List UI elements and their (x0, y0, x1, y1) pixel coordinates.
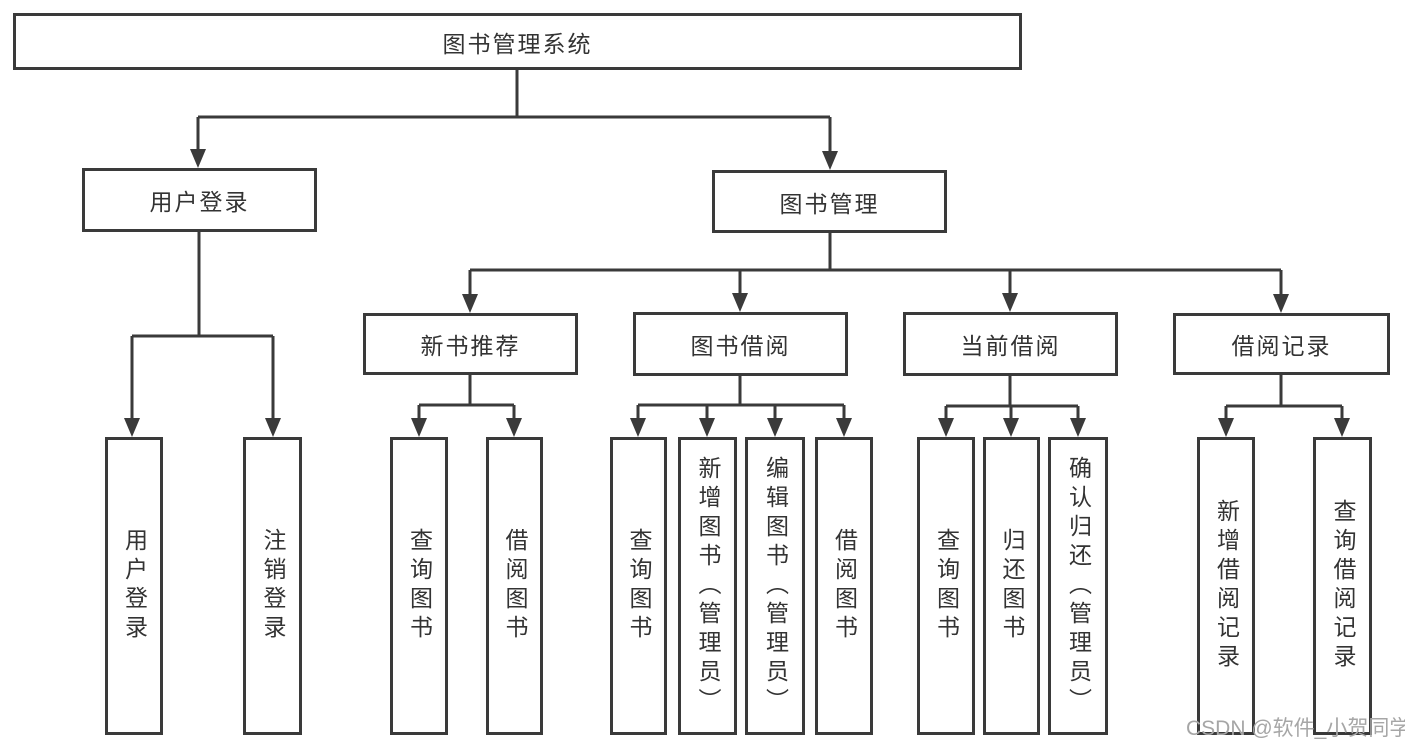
arrowhead-icons (124, 149, 1350, 437)
leaf-borrow-books-recommend: 借阅图书 (486, 437, 543, 735)
csdn-watermark: CSDN @软件_小贺同学 (1186, 717, 1405, 740)
tree-branch-lines (130, 70, 1344, 421)
leaf-query-books-current-label: 查询图书 (933, 528, 960, 644)
node-library-system-label: 图书管理系统 (442, 30, 593, 57)
node-user-login-label: 用户登录 (149, 189, 250, 215)
node-book-management: 图书管理 (712, 170, 947, 233)
leaf-add-borrow-record: 新增借阅记录 (1197, 437, 1255, 735)
node-borrowing-records-label: 借阅记录 (1231, 333, 1332, 359)
leaf-borrow-books: 借阅图书 (815, 437, 873, 735)
leaf-add-books-admin: 新增图书（管理员） (678, 437, 737, 735)
leaf-add-borrow-record-label: 新增借阅记录 (1213, 499, 1240, 673)
leaf-edit-books-admin-label: 编辑图书（管理员） (762, 455, 789, 717)
node-book-borrowing-label: 图书借阅 (690, 333, 791, 359)
node-user-login: 用户登录 (82, 168, 317, 232)
node-borrowing-records: 借阅记录 (1173, 313, 1390, 375)
node-current-borrowing: 当前借阅 (903, 312, 1118, 376)
leaf-logout: 注销登录 (243, 437, 302, 735)
leaf-query-books-recommend-label: 查询图书 (406, 528, 433, 644)
node-library-system: 图书管理系统 (13, 13, 1022, 70)
leaf-return-books-label: 归还图书 (999, 528, 1025, 644)
leaf-return-books: 归还图书 (983, 437, 1040, 735)
leaf-user-login-label: 用户登录 (121, 528, 148, 644)
leaf-query-borrow-record-label: 查询借阅记录 (1330, 499, 1356, 673)
node-current-borrowing-label: 当前借阅 (960, 333, 1061, 359)
node-book-management-label: 图书管理 (779, 190, 880, 217)
node-new-book-recommendation: 新书推荐 (363, 313, 578, 375)
leaf-user-login: 用户登录 (105, 437, 163, 735)
leaf-logout-label: 注销登录 (260, 528, 286, 644)
node-new-book-recommendation-label: 新书推荐 (420, 333, 521, 359)
leaf-confirm-return-admin: 确认归还（管理员） (1048, 437, 1108, 735)
leaf-query-books-recommend: 查询图书 (390, 437, 448, 735)
leaf-query-books-current: 查询图书 (917, 437, 975, 735)
leaf-add-books-admin-label: 新增图书（管理员） (695, 455, 721, 717)
leaf-query-books-borrow: 查询图书 (610, 437, 667, 735)
leaf-borrow-books-label: 借阅图书 (831, 528, 858, 644)
leaf-borrow-books-recommend-label: 借阅图书 (502, 528, 528, 644)
node-book-borrowing: 图书借阅 (633, 312, 848, 376)
leaf-edit-books-admin: 编辑图书（管理员） (745, 437, 805, 735)
leaf-query-books-borrow-label: 查询图书 (626, 528, 652, 644)
leaf-query-borrow-record: 查询借阅记录 (1313, 437, 1372, 735)
leaf-confirm-return-admin-label: 确认归还（管理员） (1065, 455, 1092, 717)
